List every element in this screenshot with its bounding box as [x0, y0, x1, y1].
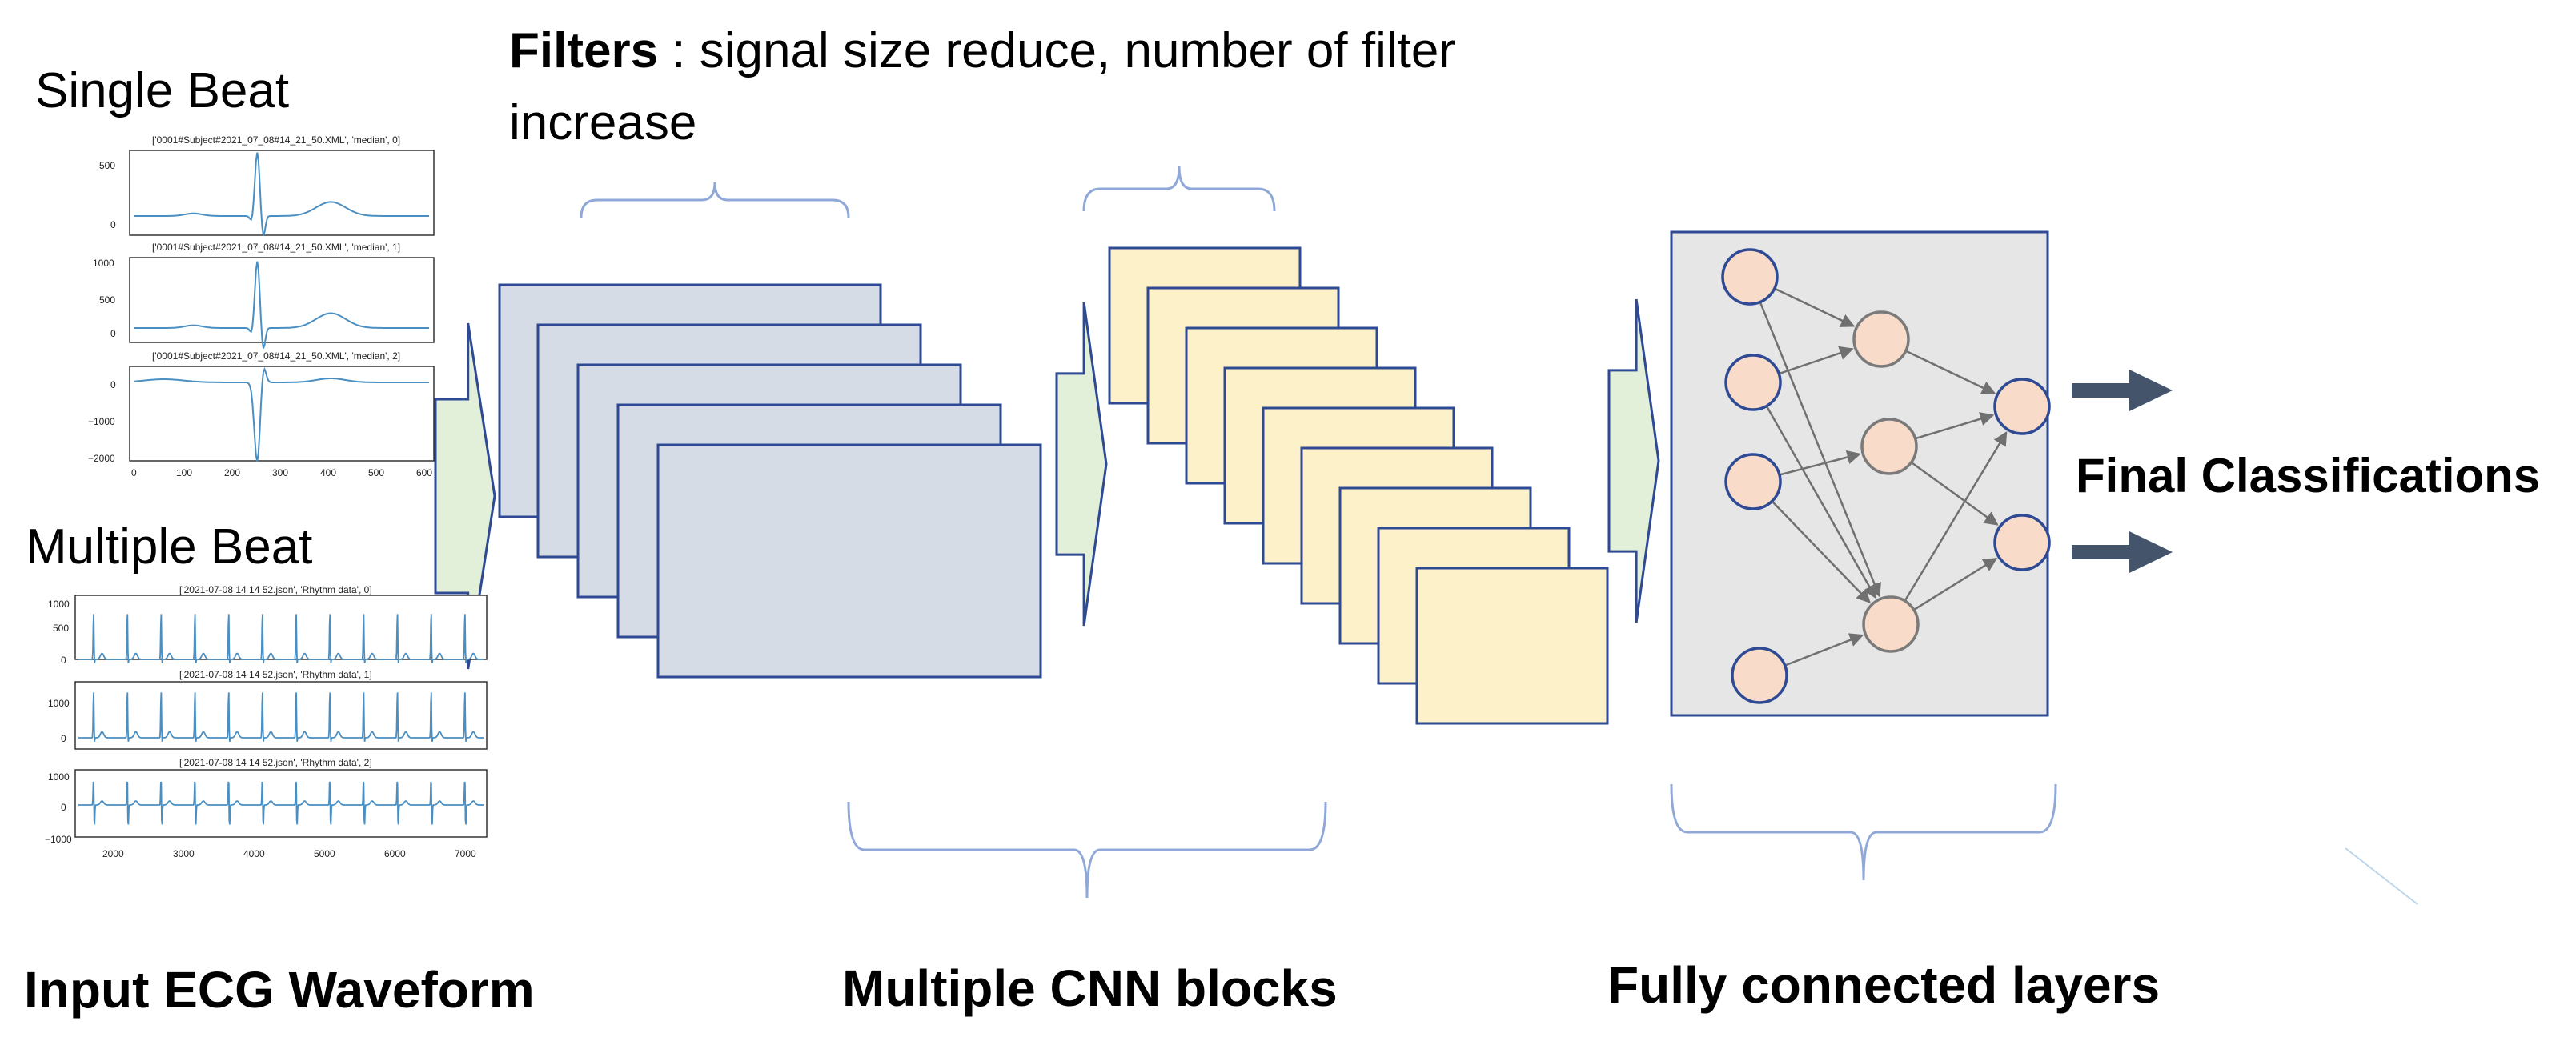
fc-connection-4: [1779, 450, 1861, 476]
fc-node-1: [1724, 354, 1782, 411]
fc-layers-brace: [1670, 783, 2057, 881]
input-ecg-label: Input ECG Waveform: [24, 961, 535, 1019]
single-xtick-3: 300: [272, 467, 289, 478]
multiple-beat-title: Multiple Beat: [26, 519, 313, 575]
single-xtick-1: 100: [176, 467, 193, 478]
input-flow-arrow: [434, 322, 496, 670]
multi-beat-axes-2: [74, 769, 488, 838]
fc-connection-3: [1765, 405, 1877, 599]
fc-connection-5: [1771, 500, 1871, 603]
multi-ytick-0-1: 500: [53, 623, 70, 634]
single-ytick-1-0: 1000: [93, 258, 114, 269]
filters-label-line1: Filters : signal size reduce, number of …: [509, 22, 1455, 79]
multi-subplot-title-0: ['2021-07-08 14 14 52.json', 'Rhythm dat…: [179, 584, 372, 595]
single-ytick-2-2: −2000: [88, 453, 115, 464]
single-ytick-2-0: 0: [110, 379, 116, 390]
single-xtick-0: 0: [131, 467, 137, 478]
multi-ytick-2-0: 1000: [48, 771, 70, 783]
final-classifications-label: Final Classifications: [2076, 449, 2541, 502]
multi-beat-trace-2: [78, 781, 484, 825]
fc-connection-7: [1905, 350, 1996, 394]
filters-bold: Filters: [509, 23, 659, 78]
single-beat-trace-1: [134, 261, 429, 349]
multi-ytick-2-1: 0: [61, 802, 66, 813]
single-subplot-title-2: ['0001#Subject#2021_07_08#14_21_50.XML',…: [152, 350, 401, 362]
multi-xtick-1: 3000: [173, 848, 195, 859]
single-beat-axes-2: [129, 366, 435, 462]
multi-xtick-3: 5000: [314, 848, 335, 859]
filters-label-line2: increase: [509, 95, 697, 150]
single-ytick-0-1: 0: [110, 219, 116, 230]
fc-flow-arrow: [1607, 298, 1660, 623]
single-ytick-1-1: 500: [99, 294, 116, 306]
fc-node-7: [1993, 378, 2051, 435]
single-xtick-4: 400: [320, 467, 337, 478]
multi-subplot-title-1: ['2021-07-08 14 14 52.json', 'Rhythm dat…: [179, 669, 372, 680]
multi-ytick-0-2: 0: [61, 655, 66, 666]
output-arrow-1: [2072, 370, 2173, 411]
single-beat-title: Single Beat: [35, 63, 290, 118]
fc-layers-label: Fully connected layers: [1607, 956, 2161, 1014]
single-ytick-1-2: 0: [110, 328, 116, 339]
single-xtick-5: 500: [368, 467, 385, 478]
fc-connection-1: [1759, 302, 1881, 598]
fc-node-3: [1731, 647, 1788, 704]
fc-node-5: [1860, 418, 1918, 475]
single-beat-trace-2: [134, 366, 429, 462]
multi-xtick-5: 7000: [455, 848, 476, 859]
output-arrow-2: [2072, 531, 2173, 573]
single-xtick-6: 600: [416, 467, 433, 478]
single-beat-trace-0: [134, 152, 429, 236]
multi-ytick-2-2: −1000: [45, 834, 72, 845]
fc-connection-6: [1784, 633, 1864, 667]
multi-beat-axes-0: [74, 595, 488, 660]
multi-xtick-0: 2000: [102, 848, 124, 859]
single-xtick-2: 200: [224, 467, 241, 478]
multi-subplot-title-2: ['2021-07-08 14 14 52.json', 'Rhythm dat…: [179, 757, 372, 768]
fc-node-4: [1852, 310, 1910, 368]
fc-connection-10: [1904, 431, 2008, 602]
cnn-flow-arrow: [1055, 302, 1108, 627]
multi-beat-trace-0: [78, 614, 484, 663]
multi-ytick-1-0: 1000: [48, 698, 70, 709]
fc-node-2: [1724, 453, 1782, 510]
multi-xtick-2: 4000: [243, 848, 265, 859]
fc-connection-11: [1913, 558, 1998, 611]
single-beat-axes-0: [129, 150, 435, 236]
single-subplot-title-1: ['0001#Subject#2021_07_08#14_21_50.XML',…: [152, 242, 401, 253]
blue-filter-block-4: [656, 443, 1042, 679]
single-ytick-0-0: 500: [99, 160, 116, 171]
filters-brace-left: [580, 182, 850, 218]
cnn-blocks-brace: [847, 801, 1327, 899]
filters-brace-right: [1082, 166, 1276, 212]
fc-node-8: [1993, 514, 2051, 571]
multi-ytick-0-0: 1000: [48, 599, 70, 610]
stray-arrow-line: [2345, 847, 2418, 905]
cnn-blocks-label: Multiple CNN blocks: [842, 959, 1338, 1017]
multi-xtick-4: 6000: [384, 848, 406, 859]
multi-ytick-1-1: 0: [61, 733, 66, 744]
fc-node-0: [1721, 248, 1779, 306]
multi-beat-trace-1: [78, 692, 484, 742]
fc-connection-9: [1910, 461, 1999, 526]
single-beat-axes-1: [129, 257, 435, 343]
fc-connection-2: [1778, 346, 1854, 375]
single-ytick-2-1: −1000: [88, 416, 115, 427]
multi-beat-axes-1: [74, 681, 488, 750]
fc-connection-8: [1915, 412, 1995, 440]
single-subplot-title-0: ['0001#Subject#2021_07_08#14_21_50.XML',…: [152, 134, 401, 146]
filters-rest: : signal size reduce, number of filter: [658, 23, 1455, 78]
fc-connection-0: [1774, 287, 1856, 327]
fc-node-6: [1862, 595, 1920, 653]
yellow-filter-block-8: [1415, 567, 1609, 725]
